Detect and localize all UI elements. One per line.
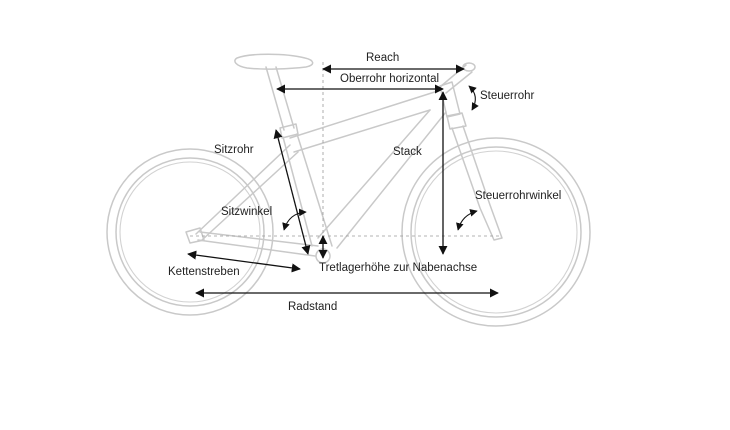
seat-stay-drawing [195, 144, 299, 241]
rear-dropout [185, 227, 205, 244]
rear-wheel [106, 148, 274, 316]
seat-post [265, 66, 295, 131]
wheelbase-label: Radstand [288, 301, 337, 313]
seat-angle-arc [282, 208, 307, 231]
head-tube-rotation-arrow [468, 85, 479, 111]
down-tube-drawing [317, 109, 447, 249]
dimension-arrows [187, 64, 499, 298]
head-angle-arc [456, 209, 478, 231]
top-tube-label: Oberrohr horizontal [340, 73, 439, 85]
seat-tube-label: Sitzrohr [214, 144, 254, 156]
saddle [234, 53, 314, 70]
bb-drop-label: Tretlagerhöhe zur Nabenachse [319, 262, 477, 274]
head-angle-label: Steuerrohrwinkel [475, 190, 561, 202]
head-tube-label: Steuerrohr [480, 90, 535, 102]
seat-tube-arrow [273, 129, 311, 255]
front-wheel [401, 137, 591, 327]
chainstay-arrow [187, 250, 301, 273]
stack-label: Stack [393, 146, 422, 158]
seat-angle-label: Sitzwinkel [221, 206, 272, 218]
chainstay-label: Kettenstreben [168, 266, 240, 278]
labels: Reach Oberrohr horizontal Steuerrohr Sit… [168, 52, 561, 313]
handlebar [462, 62, 476, 72]
top-tube-drawing [289, 89, 442, 153]
fork-legs [451, 125, 503, 241]
fork-crown [446, 112, 467, 130]
reach-label: Reach [366, 52, 399, 64]
seat-tube-drawing [282, 133, 333, 247]
